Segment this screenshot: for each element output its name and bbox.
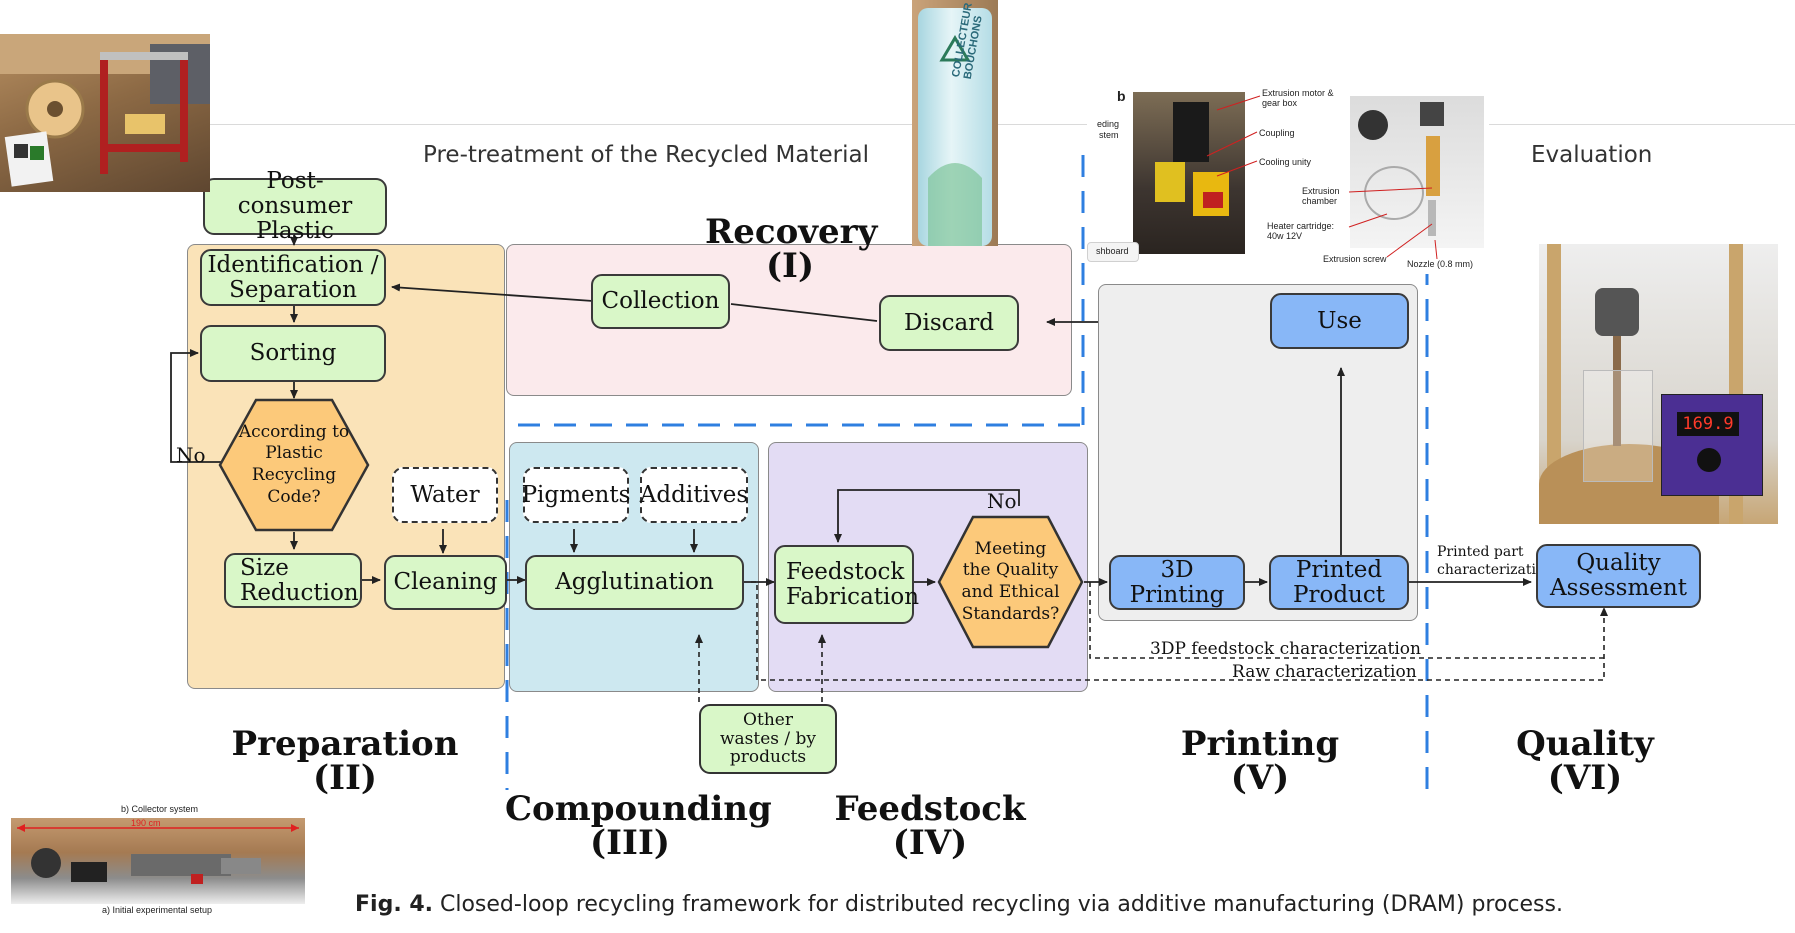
- extruder-panel: b eding stem Extrusion motor & gear box …: [1087, 84, 1489, 274]
- printer-photo: [0, 34, 210, 192]
- stage-preparation: Preparation(II): [231, 724, 459, 798]
- test-rig-photo: 169.9: [1539, 244, 1778, 524]
- size-reduction-node: Size Reduction: [224, 553, 362, 608]
- setup-bottom-label: a) Initial experimental setup: [102, 905, 213, 915]
- standards-label: Meeting the Quality and Ethical Standard…: [961, 538, 1060, 624]
- panel-label-b: b: [1117, 88, 1126, 104]
- collection-node: Collection: [591, 274, 730, 329]
- callout-screw: Extrusion screw: [1323, 254, 1387, 264]
- setup-measure-label: 190 cm: [131, 818, 161, 828]
- feedstock-characterization-label: 3DP feedstock characterization: [1150, 639, 1421, 659]
- tube-body: COLLECTEUR BOUCHONS: [918, 2, 992, 246]
- stage-dividers: [505, 155, 1429, 790]
- water-node: Water: [392, 467, 498, 523]
- identification-separation-node: Identification / Separation: [200, 249, 386, 306]
- callout-chamber: Extrusion chamber: [1302, 186, 1340, 207]
- other-wastes-node: Other wastes / by products: [699, 704, 837, 774]
- stage-recovery: Recovery(I): [705, 212, 878, 286]
- extruder-photo-2: [1350, 96, 1484, 248]
- setup-top-label: b) Collector system: [121, 804, 199, 814]
- hexagon-shape: [937, 515, 1084, 649]
- recycling-code-label: According to Plastic Recycling Code?: [238, 421, 350, 507]
- post-consumer-plastic-node: Post-consumer Plastic: [203, 169, 387, 243]
- agglutination-node: Agglutination: [525, 555, 744, 610]
- measure-arrow: [17, 824, 299, 884]
- feedstock-fabrication-node: Feedstock Fabrication: [774, 545, 919, 624]
- no-label-standards: No: [987, 489, 1017, 513]
- stage-quality: Quality(VI): [1516, 724, 1654, 798]
- printed-product-node: Printed Product: [1269, 555, 1409, 610]
- discard-node: Discard: [879, 295, 1019, 351]
- additives-node: Additives: [640, 467, 748, 523]
- stage-feedstock: Feedstock(IV): [834, 789, 1026, 863]
- section-evaluation: Evaluation: [1531, 142, 1653, 168]
- callout-lines: [1206, 95, 1438, 260]
- stage-printing: Printing(V): [1180, 724, 1340, 798]
- quality-assessment-node: Quality Assessment: [1536, 544, 1701, 608]
- printed-part-label: Printed part characterization: [1437, 544, 1554, 579]
- recycling-code-decision: According to Plastic Recycling Code?: [218, 398, 370, 532]
- collector-tube-photo: COLLECTEUR BOUCHONS: [912, 0, 998, 246]
- printer-illustration: [0, 34, 210, 187]
- no-label-sorting: No: [176, 443, 206, 467]
- raw-characterization-label: Raw characterization: [1232, 662, 1417, 682]
- recycle-icon: [928, 35, 982, 246]
- section-pretreatment: Pre-treatment of the Recycled Material: [423, 142, 869, 168]
- caption-text: Closed-loop recycling framework for dist…: [440, 892, 1563, 917]
- sorting-node: Sorting: [200, 325, 386, 382]
- 3d-printing-node: 3D Printing: [1109, 555, 1245, 610]
- partial-label-2: stem: [1099, 130, 1119, 140]
- figure-caption: Fig. 4. Closed-loop recycling framework …: [355, 892, 1563, 917]
- setup-image: 190 cm: [11, 818, 305, 904]
- partial-label-1: eding: [1097, 119, 1120, 129]
- cleaning-node: Cleaning: [384, 555, 507, 610]
- stage-compounding: Compounding(III): [505, 789, 772, 863]
- callout-nozzle: Nozzle (0.8 mm): [1407, 259, 1474, 269]
- callout-motor: Extrusion motor & gear box: [1262, 88, 1334, 109]
- pigments-node: Pigments: [522, 467, 630, 523]
- callout-cooling: Cooling unity: [1259, 157, 1312, 167]
- experimental-setup-photo: b) Collector system 190 cm a) Initial ex…: [11, 804, 305, 916]
- hexagon-shape: [218, 398, 370, 532]
- caption-label: Fig. 4.: [355, 892, 433, 917]
- dashboard-tab: shboard: [1087, 242, 1139, 262]
- callout-heater: Heater cartridge: 40w 12V: [1267, 221, 1335, 242]
- meter-display: 169.9: [1677, 412, 1739, 436]
- use-node: Use: [1270, 293, 1409, 349]
- standards-decision: Meeting the Quality and Ethical Standard…: [937, 515, 1084, 649]
- callout-coupling: Coupling: [1259, 128, 1295, 138]
